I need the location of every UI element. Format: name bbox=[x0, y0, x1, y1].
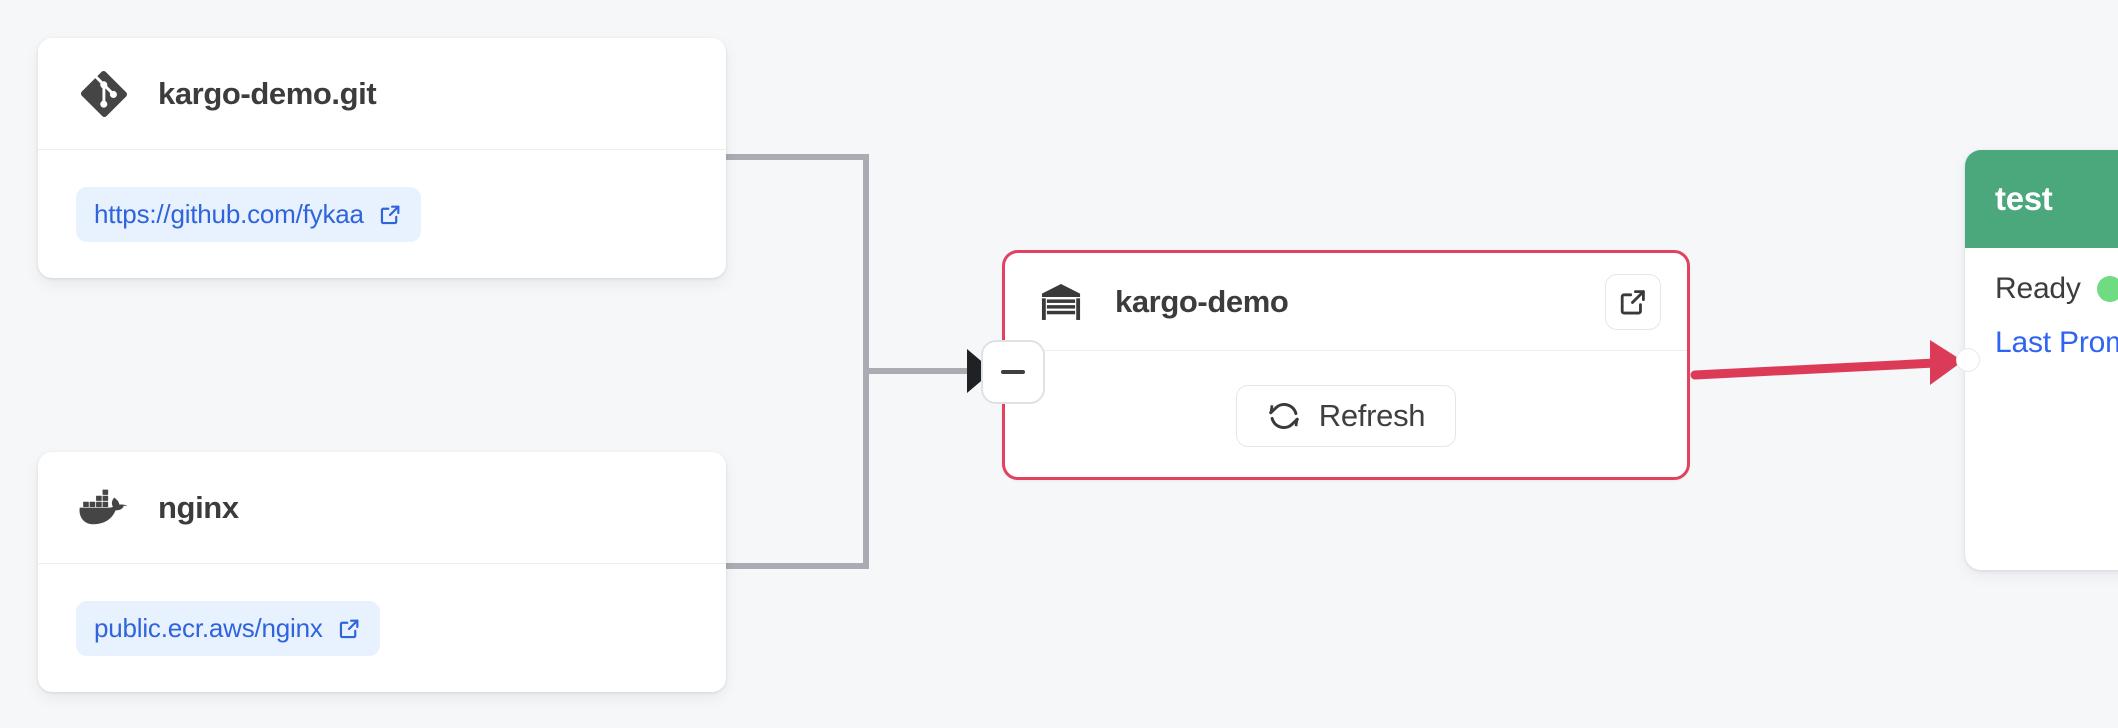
stage-health-row: Ready bbox=[1995, 272, 2118, 306]
stage-last-promoted-link[interactable]: Last Prom bbox=[1995, 326, 2118, 359]
subscription-name: nginx bbox=[158, 489, 239, 525]
subscription-url-label: public.ecr.aws/nginx bbox=[94, 612, 323, 643]
subscription-card-git[interactable]: kargo-demo.git https://github.com/fykaa bbox=[38, 38, 726, 278]
external-link-icon bbox=[378, 202, 403, 227]
external-link-icon bbox=[337, 616, 362, 641]
subscription-card-header: kargo-demo.git bbox=[38, 38, 726, 149]
refresh-button-label: Refresh bbox=[1318, 397, 1426, 433]
subscription-connector bbox=[726, 154, 869, 569]
subscription-card-body: https://github.com/fykaa bbox=[38, 150, 726, 278]
warehouse-card[interactable]: kargo-demo bbox=[1002, 250, 1690, 480]
subscription-card-docker[interactable]: nginx public.ecr.aws/nginx bbox=[38, 452, 726, 692]
warehouse-header-left: kargo-demo bbox=[1037, 280, 1289, 324]
divider bbox=[38, 563, 726, 564]
stage-inbound-port bbox=[1956, 348, 1980, 372]
subscription-card-header: nginx bbox=[38, 452, 726, 563]
git-icon bbox=[78, 70, 130, 117]
promotion-edge bbox=[1690, 358, 1940, 380]
warehouse-collapse-button[interactable] bbox=[981, 340, 1045, 404]
stage-card-test[interactable]: test Ready Last Prom bbox=[1965, 150, 2118, 570]
docker-icon bbox=[78, 488, 130, 528]
status-dot bbox=[2096, 276, 2118, 302]
warehouse-card-header: kargo-demo bbox=[1005, 253, 1687, 350]
warehouse-open-link-button[interactable] bbox=[1605, 273, 1661, 330]
minus-icon bbox=[1001, 370, 1025, 374]
divider bbox=[1005, 350, 1687, 351]
subscription-name: kargo-demo.git bbox=[158, 75, 377, 111]
subscription-url-chip[interactable]: public.ecr.aws/nginx bbox=[76, 600, 380, 656]
refresh-icon bbox=[1267, 399, 1301, 433]
subscription-url-label: https://github.com/fykaa bbox=[94, 198, 364, 229]
stage-body: Ready Last Prom bbox=[1965, 248, 2118, 360]
stage-header: test bbox=[1965, 150, 2118, 248]
subscription-card-body: public.ecr.aws/nginx bbox=[38, 564, 726, 692]
subscription-url-chip[interactable]: https://github.com/fykaa bbox=[76, 186, 421, 242]
warehouse-icon bbox=[1037, 280, 1085, 324]
stage-name: test bbox=[1995, 180, 2053, 217]
warehouse-name: kargo-demo bbox=[1115, 283, 1289, 319]
warehouse-card-body: Refresh bbox=[1005, 351, 1687, 480]
stage-health-label: Ready bbox=[1995, 272, 2081, 305]
divider bbox=[38, 149, 726, 150]
refresh-button[interactable]: Refresh bbox=[1235, 384, 1457, 447]
